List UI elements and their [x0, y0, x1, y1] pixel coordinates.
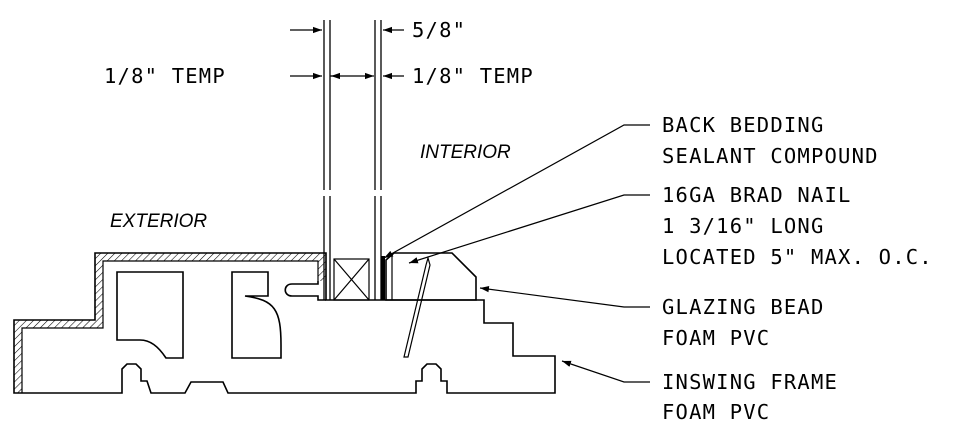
svg-text:LOCATED 5" MAX. O.C.: LOCATED 5" MAX. O.C. [662, 245, 933, 269]
back-bedding-sealant [381, 256, 385, 300]
inswing-frame [13, 252, 556, 394]
svg-text:BACK BEDDING: BACK BEDDING [662, 113, 825, 137]
dim-left-temp: 1/8" TEMP [104, 64, 226, 88]
brad-nail [403, 255, 431, 358]
glass-spacer [333, 258, 370, 301]
svg-text:16GA BRAD NAIL: 16GA BRAD NAIL [662, 183, 852, 207]
svg-text:GLAZING BEAD: GLAZING BEAD [662, 295, 825, 319]
svg-text:FOAM PVC: FOAM PVC [662, 326, 770, 350]
glazing-bead [385, 252, 477, 301]
dim-glass-thickness: 5/8" [412, 18, 466, 42]
callout-brad-nail: 16GA BRAD NAIL 1 3/16" LONG LOCATED 5" M… [662, 183, 933, 269]
interior-label: INTERIOR [420, 142, 511, 163]
dimension-marks [290, 26, 404, 80]
svg-text:SEALANT COMPOUND: SEALANT COMPOUND [662, 144, 879, 168]
svg-text:INSWING FRAME: INSWING FRAME [662, 370, 838, 394]
svg-text:FOAM PVC: FOAM PVC [662, 400, 770, 423]
exterior-label: EXTERIOR [110, 211, 207, 232]
callout-inswing-frame: INSWING FRAME FOAM PVC [662, 370, 838, 423]
leader-lines [383, 124, 650, 383]
dim-right-temp: 1/8" TEMP [412, 64, 534, 88]
svg-text:1 3/16" LONG: 1 3/16" LONG [662, 214, 825, 238]
callout-back-bedding: BACK BEDDING SEALANT COMPOUND [662, 113, 879, 168]
callout-glazing-bead: GLAZING BEAD FOAM PVC [662, 295, 825, 350]
glass-panes [323, 20, 382, 300]
